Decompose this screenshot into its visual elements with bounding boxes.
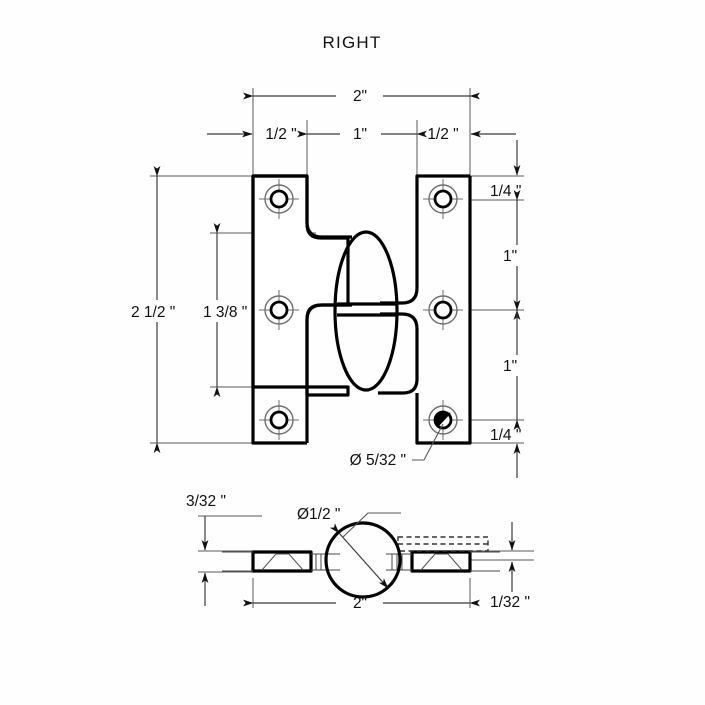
top-segment-label-2: 1": [353, 126, 367, 143]
screw-hole: [259, 400, 299, 440]
top-dimension-segments: 1/2 " 1" 1/2 ": [207, 126, 516, 143]
right-dimension-label-2: 1": [503, 248, 517, 265]
hinge-left-leaf-edge: [251, 176, 307, 445]
bottom-width-dimension-label: 2": [353, 595, 367, 612]
screw-hole: [259, 290, 299, 330]
top-segment-label-3: 1/2 ": [427, 126, 458, 143]
bottom-edge-view: Ø1/2 " 3/32 " 2" 1/32 ": [186, 493, 534, 612]
bottom-view-right-plate: [410, 550, 472, 573]
hinge-knuckle: [333, 230, 399, 392]
hinge-right-leaf-edge: [415, 176, 472, 445]
screw-hole-callout-target: [423, 400, 463, 440]
hinge-right-leaf-profile-low: [378, 312, 419, 395]
bottom-view-left-plate: [251, 550, 313, 573]
thickness-dimension-label: 3/32 ": [186, 493, 226, 510]
knuckle-diameter-label: Ø1/2 ": [297, 506, 340, 523]
screw-hole: [423, 179, 463, 219]
hole-diameter-label: Ø 5/32 ": [350, 452, 406, 469]
top-segment-label-1: 1/2 ": [265, 126, 296, 143]
top-dimension-overall: 2": [243, 88, 480, 105]
hinge-left-leaf: [251, 174, 350, 397]
hinge-left-leaf-profile: [253, 174, 352, 239]
hinge-right-leaf-profile: [380, 174, 470, 305]
hole-diameter-callout: Ø 5/32 ": [350, 423, 444, 469]
left-dimension-inner-height: 1 3/8 ": [203, 223, 247, 397]
hinge-front-view-body: [251, 174, 472, 445]
screw-holes-group: [259, 179, 463, 440]
hinge-left-leaf-profile-mid: [305, 303, 352, 443]
right-dimension-label-4: 1/4 ": [490, 427, 521, 444]
top-overall-dimension-label: 2": [353, 88, 367, 105]
screw-hole: [423, 290, 463, 330]
left-dimension-overall-height: 2 1/2 ": [131, 166, 175, 453]
gap-dimension-label: 1/32 ": [490, 594, 530, 611]
knuckle-diameter-arrow: [329, 523, 389, 589]
right-dimension-label-1: 1/4 ": [490, 183, 521, 200]
drawing-title: RIGHT: [323, 33, 382, 52]
left-inner-height-label: 1 3/8 ": [203, 304, 247, 321]
bottom-view-knuckle-circle: [324, 521, 402, 599]
right-dimension-label-3: 1": [503, 358, 517, 375]
left-overall-height-label: 2 1/2 ": [131, 304, 175, 321]
screw-hole: [259, 179, 299, 219]
right-dimension-chain: 1/4 " 1" 1" 1/4 ": [490, 140, 521, 478]
